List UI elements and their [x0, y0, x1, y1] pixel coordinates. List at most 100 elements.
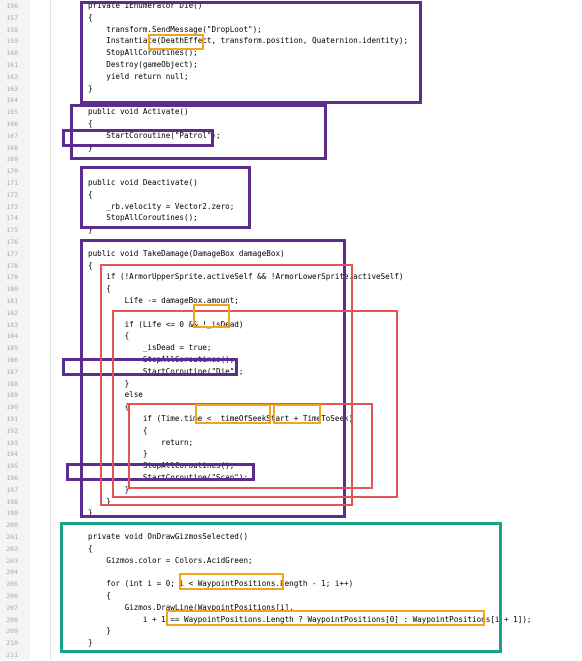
- code-line[interactable]: 206 {: [0, 590, 582, 602]
- code-line[interactable]: 175}: [0, 224, 582, 236]
- code-line[interactable]: 182: [0, 307, 582, 319]
- highlight-life-check: [112, 310, 398, 498]
- code-line[interactable]: 179 if (!ArmorUpperSprite.activeSelf && …: [0, 271, 582, 283]
- code-line[interactable]: 164: [0, 94, 582, 106]
- code-text: public void Deactivate(): [88, 178, 198, 187]
- code-line[interactable]: 209 }: [0, 625, 582, 637]
- code-line[interactable]: 161 Destroy(gameObject);: [0, 59, 582, 71]
- code-line[interactable]: 191 if (Time.time < _timeOfSeekStart + T…: [0, 413, 582, 425]
- code-line[interactable]: 158 transform.SendMessage("DropLoot");: [0, 24, 582, 36]
- highlight-time-of-seek-start: [195, 404, 271, 424]
- code-text: else: [88, 390, 143, 400]
- code-text: if (Time.time < _timeOfSeekStart + TimeT…: [88, 414, 354, 423]
- code-line[interactable]: 187 StartCoroutine("Die");: [0, 366, 582, 378]
- line-number: 167: [6, 131, 18, 140]
- code-line[interactable]: 170: [0, 165, 582, 177]
- code-text: {: [88, 543, 93, 553]
- line-number: 197: [6, 485, 18, 494]
- code-text: {: [88, 591, 111, 600]
- line-number: 184: [6, 332, 18, 341]
- code-line[interactable]: 202{: [0, 543, 582, 555]
- code-text: {: [88, 425, 148, 435]
- code-text: }: [88, 378, 130, 388]
- code-line[interactable]: 166{: [0, 118, 582, 130]
- line-number: 173: [6, 202, 18, 211]
- line-number: 168: [6, 143, 18, 152]
- code-text: {: [88, 12, 93, 22]
- code-line[interactable]: 157{: [0, 12, 582, 24]
- code-text: public void Activate(): [88, 107, 189, 117]
- code-text: private void OnDrawGizmosSelected(): [88, 532, 249, 541]
- code-line[interactable]: 181 Life -= damageBox.amount;: [0, 295, 582, 307]
- code-text: }: [88, 638, 93, 648]
- code-line[interactable]: 199}: [0, 507, 582, 519]
- code-line[interactable]: 163}: [0, 83, 582, 95]
- code-line[interactable]: 168}: [0, 142, 582, 154]
- line-number: 187: [6, 367, 18, 376]
- code-line[interactable]: 200: [0, 519, 582, 531]
- code-line[interactable]: 204: [0, 566, 582, 578]
- line-number: 182: [6, 308, 18, 317]
- line-number: 175: [6, 226, 18, 235]
- line-number: 181: [6, 297, 18, 305]
- line-number: 158: [6, 25, 18, 34]
- code-line[interactable]: 185 _isDead = true;: [0, 342, 582, 354]
- code-line[interactable]: 201 private void OnDrawGizmosSelected(): [0, 531, 582, 543]
- code-line[interactable]: 159 Instantiate(DeathEffect, transform.p…: [0, 35, 582, 47]
- code-line[interactable]: 180 {: [0, 283, 582, 295]
- code-text: }: [88, 225, 93, 235]
- code-line[interactable]: 197 }: [0, 484, 582, 496]
- code-line[interactable]: 167 StartCoroutine("Patrol");: [0, 130, 582, 142]
- line-number: 207: [6, 603, 18, 612]
- code-line[interactable]: 188 }: [0, 378, 582, 390]
- code-line[interactable]: 193 return;: [0, 437, 582, 449]
- code-line[interactable]: 210}: [0, 637, 582, 649]
- code-text: i + 1 == WaypointPositions.Length ? Wayp…: [88, 614, 532, 624]
- code-text: yield return null;: [88, 71, 189, 81]
- code-text: {: [88, 260, 93, 270]
- code-line[interactable]: 194 }: [0, 448, 582, 460]
- line-number: 201: [6, 533, 18, 541]
- code-line[interactable]: 178{: [0, 260, 582, 272]
- line-number: 194: [6, 450, 18, 459]
- code-line[interactable]: 211: [0, 649, 582, 661]
- line-number: 205: [6, 580, 18, 589]
- code-line[interactable]: 207 Gizmos.DrawLine(WaypointPositions[i]…: [0, 602, 582, 614]
- code-line[interactable]: 190 {: [0, 401, 582, 413]
- line-number: 164: [6, 96, 18, 105]
- code-text: Destroy(gameObject);: [88, 60, 198, 69]
- code-text: StartCoroutine("Die");: [88, 366, 244, 376]
- line-number: 193: [6, 438, 18, 447]
- code-line[interactable]: 169: [0, 153, 582, 165]
- code-line[interactable]: 198 }: [0, 496, 582, 508]
- code-line[interactable]: 160 StopAllCoroutines();: [0, 47, 582, 59]
- code-line[interactable]: 196 StartCoroutine("Scan");: [0, 472, 582, 484]
- code-line[interactable]: 184 {: [0, 330, 582, 342]
- code-text: }: [88, 496, 111, 506]
- code-text: {: [88, 402, 130, 412]
- code-text: {: [88, 119, 93, 128]
- line-number: 162: [6, 72, 18, 81]
- code-line[interactable]: 176: [0, 236, 582, 248]
- code-line[interactable]: 172{: [0, 189, 582, 201]
- code-line[interactable]: 205 for (int i = 0; i < WaypointPosition…: [0, 578, 582, 590]
- code-line[interactable]: 203 Gizmos.color = Colors.AcidGreen;: [0, 555, 582, 567]
- code-text: Gizmos.color = Colors.AcidGreen;: [88, 555, 253, 565]
- code-line[interactable]: 208 i + 1 == WaypointPositions.Length ? …: [0, 614, 582, 626]
- code-text: }: [88, 508, 93, 518]
- line-number: 185: [6, 344, 18, 353]
- code-line[interactable]: 174 StopAllCoroutines();: [0, 212, 582, 224]
- line-number: 174: [6, 214, 18, 223]
- code-line[interactable]: 189 else: [0, 389, 582, 401]
- code-line[interactable]: 173 _rb.velocity = Vector2.zero;: [0, 201, 582, 213]
- line-number: 211: [6, 651, 18, 659]
- code-line[interactable]: 162 yield return null;: [0, 71, 582, 83]
- code-text: public void TakeDamage(DamageBox damageB…: [88, 248, 285, 258]
- code-text: }: [88, 142, 93, 152]
- highlight-gizmos-method: [60, 522, 502, 653]
- code-line[interactable]: 192 {: [0, 425, 582, 437]
